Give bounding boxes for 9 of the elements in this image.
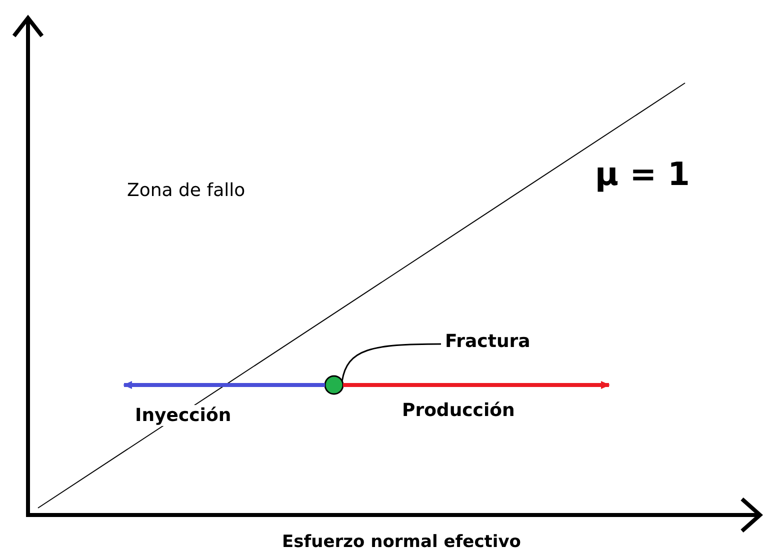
arrow — [343, 381, 610, 389]
edge-label: Inyección — [135, 405, 232, 426]
leader-line — [341, 343, 441, 382]
zone-label: Zona de fallo — [127, 180, 246, 201]
friction-coefficient-label: μ = 1 — [595, 155, 690, 193]
axis-title: Esfuerzo normal efectivo — [282, 532, 521, 552]
fracture-point — [324, 375, 344, 395]
arrow — [123, 381, 325, 389]
callout-label: Fractura — [445, 331, 530, 352]
